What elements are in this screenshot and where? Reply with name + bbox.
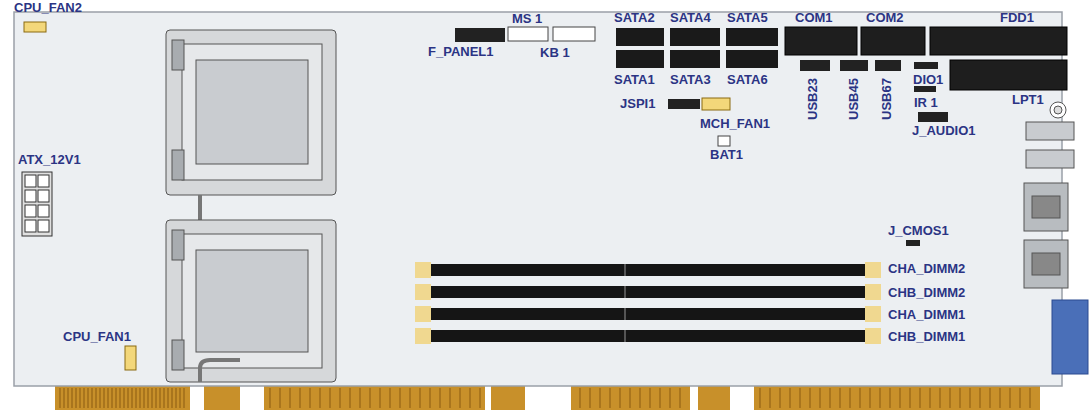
fan-header xyxy=(125,346,136,370)
part-label: CHA_DIMM2 xyxy=(888,262,965,276)
part-label: DIO1 xyxy=(913,73,943,87)
pin-header xyxy=(668,60,948,246)
part-label: CHA_DIMM1 xyxy=(888,308,965,322)
battery-header xyxy=(718,136,730,146)
part-label: F_PANEL1 xyxy=(428,45,494,59)
part-label: CPU_FAN1 xyxy=(63,330,131,344)
part-label: CHB_DIMM1 xyxy=(888,330,965,344)
pcb xyxy=(14,12,1062,386)
part-label: COM1 xyxy=(795,11,833,25)
part-label: SATA3 xyxy=(670,73,711,87)
part-label: BAT1 xyxy=(710,148,743,162)
part-label: SATA1 xyxy=(614,73,655,87)
part-label: CHB_DIMM2 xyxy=(888,286,965,300)
ps2-header xyxy=(508,27,548,41)
part-label: FDD1 xyxy=(1000,11,1034,25)
sata-connector xyxy=(616,28,778,68)
part-label: USB23 xyxy=(806,78,820,120)
cpu-socket xyxy=(166,220,336,382)
part-label: MS 1 xyxy=(512,12,542,26)
fan-header xyxy=(702,98,730,110)
rear-io xyxy=(1024,102,1088,374)
part-label: SATA4 xyxy=(670,11,711,25)
edge-fingers xyxy=(55,384,1040,412)
part-label: SATA6 xyxy=(727,73,768,87)
part-label: USB45 xyxy=(847,78,861,120)
ps2-header xyxy=(553,27,595,41)
part-label: J_AUDIO1 xyxy=(912,124,976,138)
dimm-slot xyxy=(415,262,881,344)
part-label: COM2 xyxy=(866,11,904,25)
power-connector xyxy=(22,172,52,236)
part-label: MCH_FAN1 xyxy=(700,117,770,131)
box-header xyxy=(785,27,1067,90)
part-label: SATA2 xyxy=(614,11,655,25)
part-label: CPU_FAN2 xyxy=(14,1,82,15)
part-label: USB67 xyxy=(880,78,894,120)
cpu-socket xyxy=(166,30,336,235)
part-label: KB 1 xyxy=(540,46,570,60)
part-label: LPT1 xyxy=(1012,93,1044,107)
pin-header xyxy=(455,28,505,42)
part-label: J_CMOS1 xyxy=(888,224,949,238)
part-label: JSPI1 xyxy=(620,97,655,111)
fan-header xyxy=(24,22,46,32)
part-label: SATA5 xyxy=(727,11,768,25)
part-label: IR 1 xyxy=(914,96,938,110)
part-label: ATX_12V1 xyxy=(18,153,81,167)
